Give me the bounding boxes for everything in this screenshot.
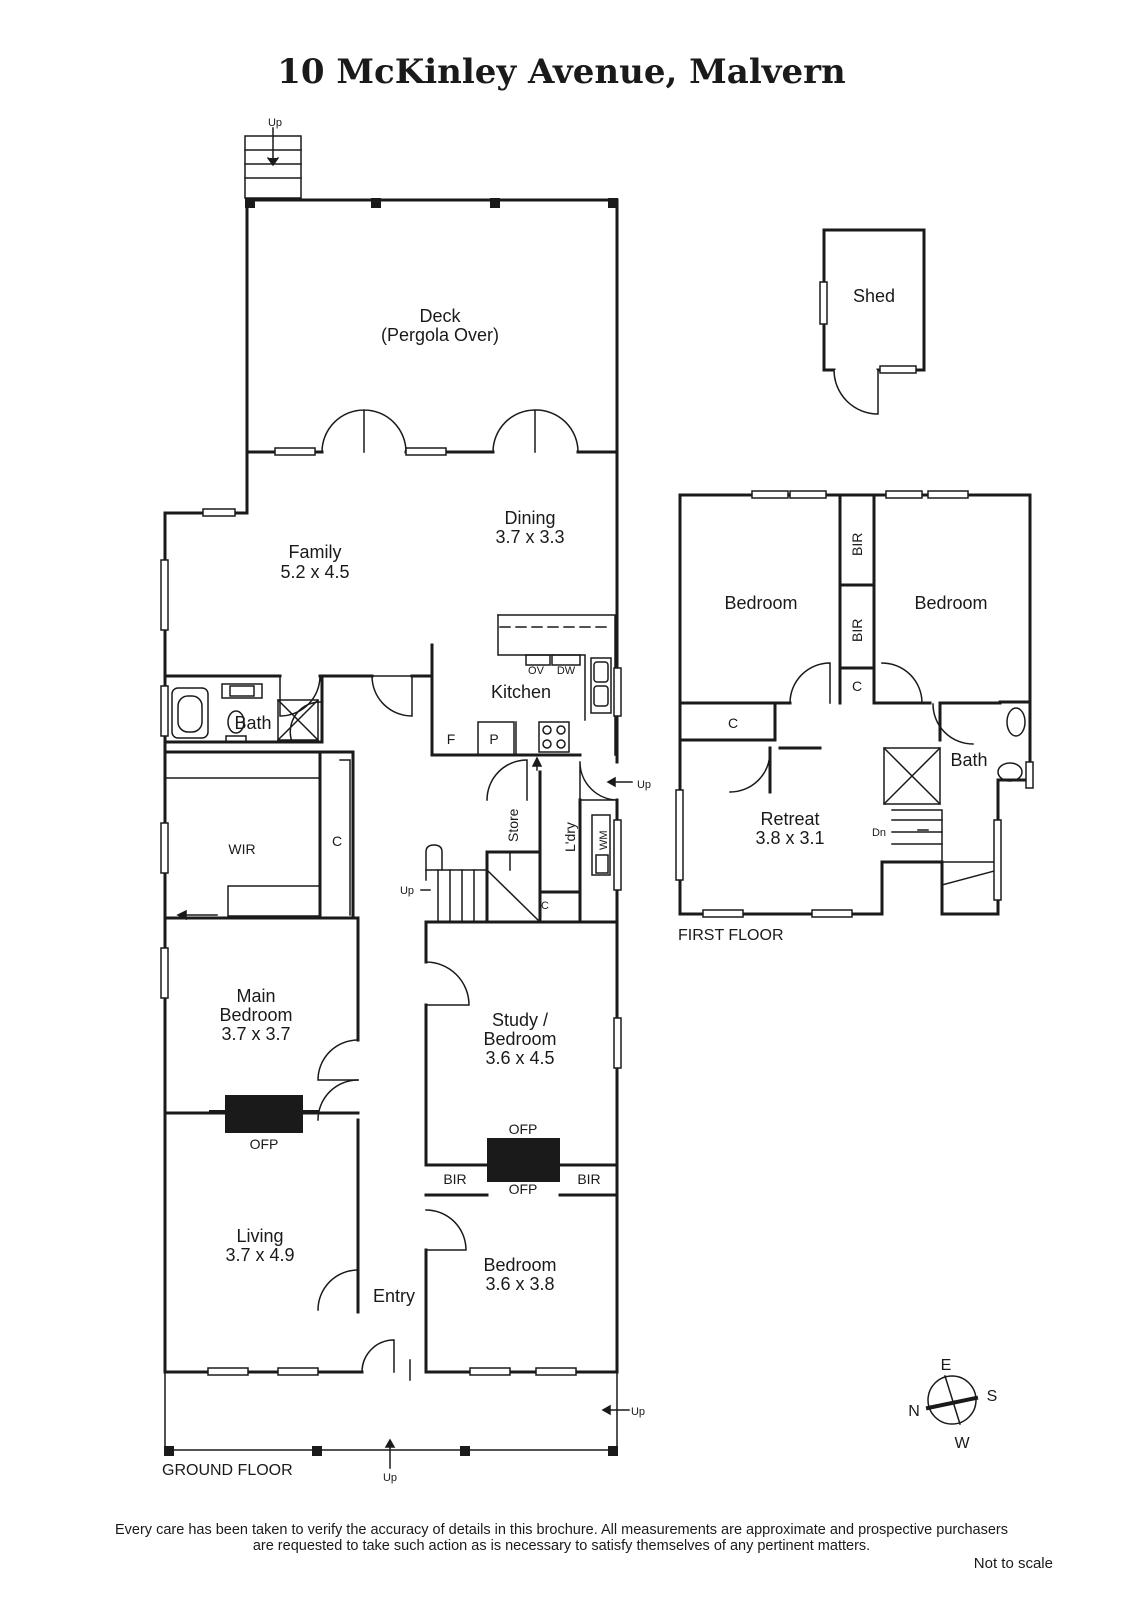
deck-steps	[244, 127, 302, 199]
ofp-label-bedroom: OFP	[509, 1181, 538, 1197]
bir-label-first-bottom: BIR	[849, 619, 865, 642]
retreat-label: Retreat	[760, 809, 819, 829]
entry-label: Entry	[373, 1286, 415, 1306]
family-dims: 5.2 x 4.5	[280, 562, 349, 582]
bedroom-first-right-label: Bedroom	[914, 593, 987, 613]
dining-dims: 3.7 x 3.3	[495, 527, 564, 547]
bedroom-ground-label: Bedroom	[483, 1255, 556, 1275]
compass-w: W	[954, 1435, 970, 1452]
ground-floor-label: GROUND FLOOR	[162, 1462, 293, 1479]
compass-e: E	[941, 1357, 952, 1374]
arrows	[176, 756, 633, 1469]
dn-label: Dn	[872, 827, 886, 839]
oven-label: OV	[528, 665, 545, 677]
pantry-label: P	[489, 731, 498, 747]
dining-label: Dining	[504, 508, 555, 528]
disclaimer-line-1: Every care has been taken to verify the …	[114, 1522, 1008, 1538]
first-floor-walls	[678, 493, 1032, 916]
shed-details	[819, 281, 917, 415]
ground-floor-walls	[163, 198, 619, 1374]
up-label-deck: Up	[268, 117, 282, 129]
disclaimer: Every care has been taken to verify the …	[20, 1522, 1103, 1554]
deck-note: (Pergola Over)	[381, 325, 499, 345]
study-label-1: Study /	[492, 1010, 548, 1030]
study-dims: 3.6 x 4.5	[485, 1048, 554, 1068]
living-dims: 3.7 x 4.9	[225, 1245, 294, 1265]
ground-stairs	[425, 844, 542, 924]
deck-label: Deck	[419, 306, 461, 326]
kitchen-label: Kitchen	[491, 682, 551, 702]
cupboard-label: C	[541, 900, 549, 912]
bedroom-first-left-label: Bedroom	[724, 593, 797, 613]
laundry-label: L'dry	[562, 822, 578, 852]
ofp-label-main: OFP	[250, 1136, 279, 1152]
shed-label: Shed	[853, 286, 895, 306]
main-bedroom-label-1: Main	[236, 986, 275, 1006]
bedroom-ground-dims: 3.6 x 3.8	[485, 1274, 554, 1294]
fridge-label: F	[447, 731, 456, 747]
bir-label-left: BIR	[443, 1171, 466, 1187]
disclaimer-line-2: are requested to take such action as is …	[252, 1538, 871, 1554]
fireplaces	[209, 1095, 560, 1182]
bath-first-label: Bath	[950, 750, 987, 770]
verandah	[164, 1359, 618, 1451]
main-bedroom-label-2: Bedroom	[219, 1005, 292, 1025]
wir-shelves	[164, 759, 351, 917]
first-floor-details	[729, 662, 1026, 915]
family-label: Family	[289, 542, 342, 562]
cupboard-label: C	[332, 833, 342, 849]
compass-n: N	[908, 1403, 920, 1420]
store-label: Store	[505, 808, 521, 842]
up-label-verandah: Up	[631, 1406, 645, 1418]
laundry-fixtures	[591, 814, 611, 876]
up-label-laundry: Up	[637, 779, 651, 791]
dishwasher-label: DW	[557, 665, 576, 677]
study-label-2: Bedroom	[483, 1029, 556, 1049]
ground-windows	[160, 447, 622, 1376]
up-label-front: Up	[383, 1472, 397, 1484]
plan-title: 10 McKinley Avenue, Malvern	[277, 52, 846, 92]
living-label: Living	[236, 1226, 283, 1246]
cupboard-label-retreat: C	[728, 715, 738, 731]
wir-label: WIR	[228, 841, 255, 857]
up-label-stairs: Up	[400, 885, 414, 897]
bath-fixtures	[171, 683, 320, 743]
bath-ground-label: Bath	[234, 713, 271, 733]
ground-doors	[279, 409, 619, 1373]
ofp-label-study: OFP	[509, 1121, 538, 1137]
kitchen-fixtures	[477, 614, 616, 756]
not-to-scale: Not to scale	[973, 1555, 1053, 1572]
retreat-dims: 3.8 x 3.1	[755, 828, 824, 848]
first-floor-label: FIRST FLOOR	[678, 927, 784, 944]
bir-label-right: BIR	[577, 1171, 600, 1187]
compass-s: S	[987, 1388, 998, 1405]
main-bedroom-dims: 3.7 x 3.7	[221, 1024, 290, 1044]
compass	[925, 1375, 979, 1425]
first-floor-windows	[675, 490, 1034, 918]
bir-label-first-top: BIR	[849, 533, 865, 556]
deck-posts	[164, 198, 618, 1456]
wm-label: WM	[598, 830, 610, 850]
cupboard-label-first: C	[852, 678, 862, 694]
